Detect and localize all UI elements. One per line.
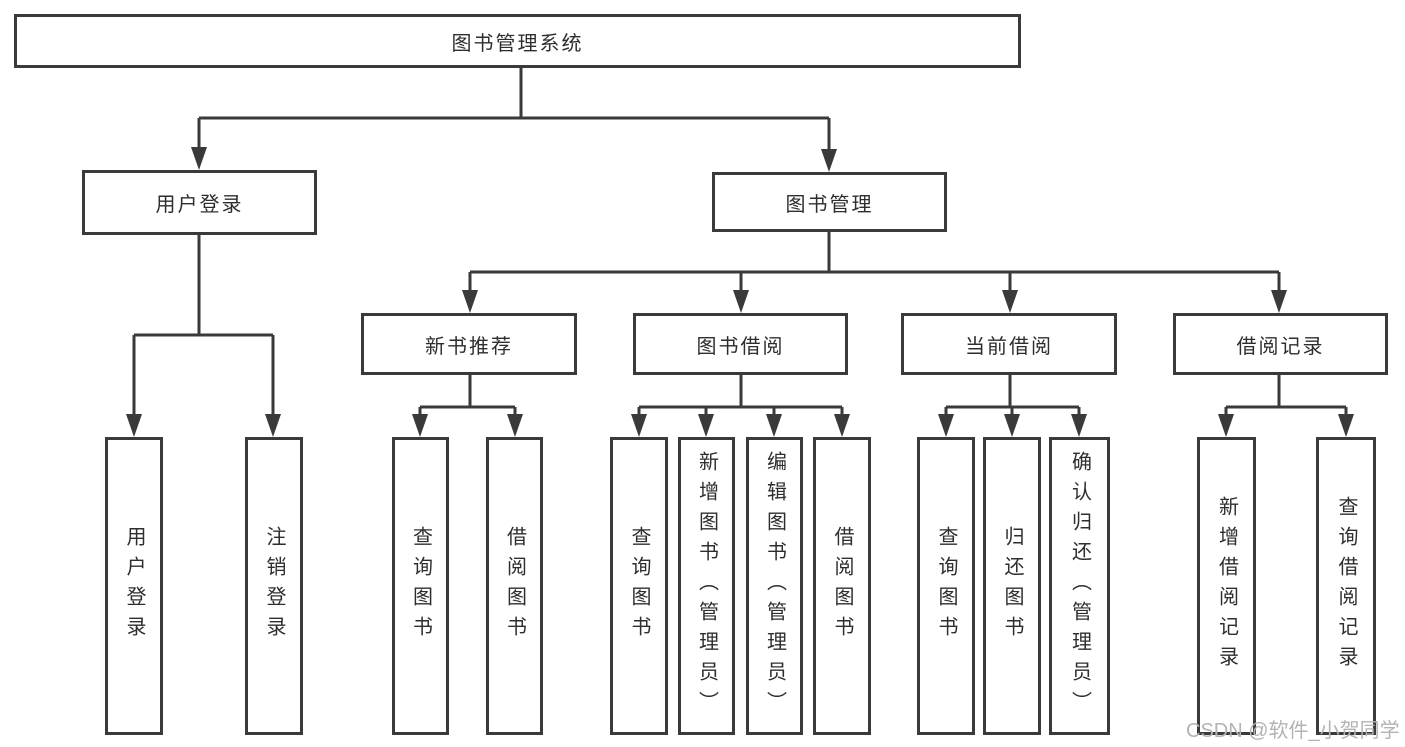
node-label: 新书推荐: [425, 335, 513, 358]
connector-new-book-recommend-to-leaves: [412, 375, 523, 437]
arrowhead: [191, 147, 207, 170]
leaf-current-query-books: 查询图书: [917, 437, 975, 735]
arrowhead: [1271, 290, 1287, 313]
leaf-borrowing-edit-books-admin: 编辑图书（管理员）: [746, 437, 803, 735]
leaf-records-query-record: 查询借阅记录: [1316, 437, 1376, 735]
node-label: 注销登录: [263, 526, 285, 646]
node-label: 查询图书: [409, 526, 432, 646]
arrowhead: [1002, 290, 1018, 313]
arrowhead: [1218, 414, 1234, 437]
node-label: 图书管理: [785, 193, 874, 216]
node-label: 借阅图书: [503, 526, 526, 646]
node-borrowing-records: 借阅记录: [1173, 313, 1388, 375]
leaf-current-return-books: 归还图书: [983, 437, 1041, 735]
node-book-management: 图书管理: [712, 172, 947, 232]
node-label: 用户登录: [155, 194, 244, 216]
node-label: 查询借阅记录: [1335, 496, 1357, 676]
node-label: 查询图书: [935, 526, 957, 646]
arrowhead: [1071, 414, 1087, 437]
node-user-login: 用户登录: [82, 170, 317, 235]
leaf-logout: 注销登录: [245, 437, 303, 735]
node-label: 当前借阅: [965, 335, 1053, 358]
node-new-book-recommend: 新书推荐: [361, 313, 577, 375]
arrowhead: [507, 414, 523, 437]
leaf-recommend-borrow-books: 借阅图书: [486, 437, 543, 735]
node-label: 确认归还（管理员）: [1068, 451, 1091, 721]
arrowhead: [733, 290, 749, 313]
leaf-recommend-query-books: 查询图书: [392, 437, 449, 735]
csdn-watermark: CSDN @软件_小贺同学: [1186, 720, 1400, 742]
leaf-borrowing-add-books-admin: 新增图书（管理员）: [678, 437, 735, 735]
leaf-borrowing-query-books: 查询图书: [610, 437, 668, 735]
node-book-borrowing: 图书借阅: [633, 313, 848, 375]
node-label: 借阅记录: [1236, 335, 1325, 358]
arrowhead: [265, 414, 281, 437]
node-label: 图书借阅: [696, 335, 785, 358]
arrowhead: [698, 414, 714, 437]
leaf-user-login: 用户登录: [105, 437, 163, 735]
node-label: 借阅图书: [831, 526, 853, 646]
connector-current-borrowing-to-leaves: [938, 375, 1087, 437]
connector-borrowing-records-to-leaves: [1218, 375, 1354, 437]
arrowhead: [1338, 414, 1354, 437]
arrowhead: [821, 149, 837, 172]
arrowhead: [766, 414, 782, 437]
arrowhead: [834, 414, 850, 437]
node-label: 查询图书: [628, 526, 650, 646]
arrowhead: [938, 414, 954, 437]
arrowhead: [631, 414, 647, 437]
node-label: 归还图书: [1001, 526, 1023, 646]
node-label: 编辑图书（管理员）: [763, 451, 786, 721]
connector-book-management-to-level3: [462, 232, 1287, 313]
node-label: 新增图书（管理员）: [695, 451, 718, 721]
connector-root-to-level2: [191, 68, 837, 172]
arrowhead: [1004, 414, 1020, 437]
connector-book-borrowing-to-leaves: [631, 375, 850, 437]
arrowhead: [462, 290, 478, 313]
node-label: 图书管理系统: [451, 32, 584, 55]
arrowhead: [412, 414, 428, 437]
connector-user-login-to-leaves: [126, 235, 281, 437]
node-system-root: 图书管理系统: [14, 14, 1021, 68]
leaf-records-add-record: 新增借阅记录: [1197, 437, 1256, 735]
leaf-borrowing-borrow-books: 借阅图书: [813, 437, 871, 735]
node-current-borrowing: 当前借阅: [901, 313, 1117, 375]
arrowhead: [126, 414, 142, 437]
node-label: 新增借阅记录: [1215, 496, 1238, 676]
node-label: 用户登录: [123, 526, 145, 646]
leaf-current-confirm-return-admin: 确认归还（管理员）: [1049, 437, 1110, 735]
